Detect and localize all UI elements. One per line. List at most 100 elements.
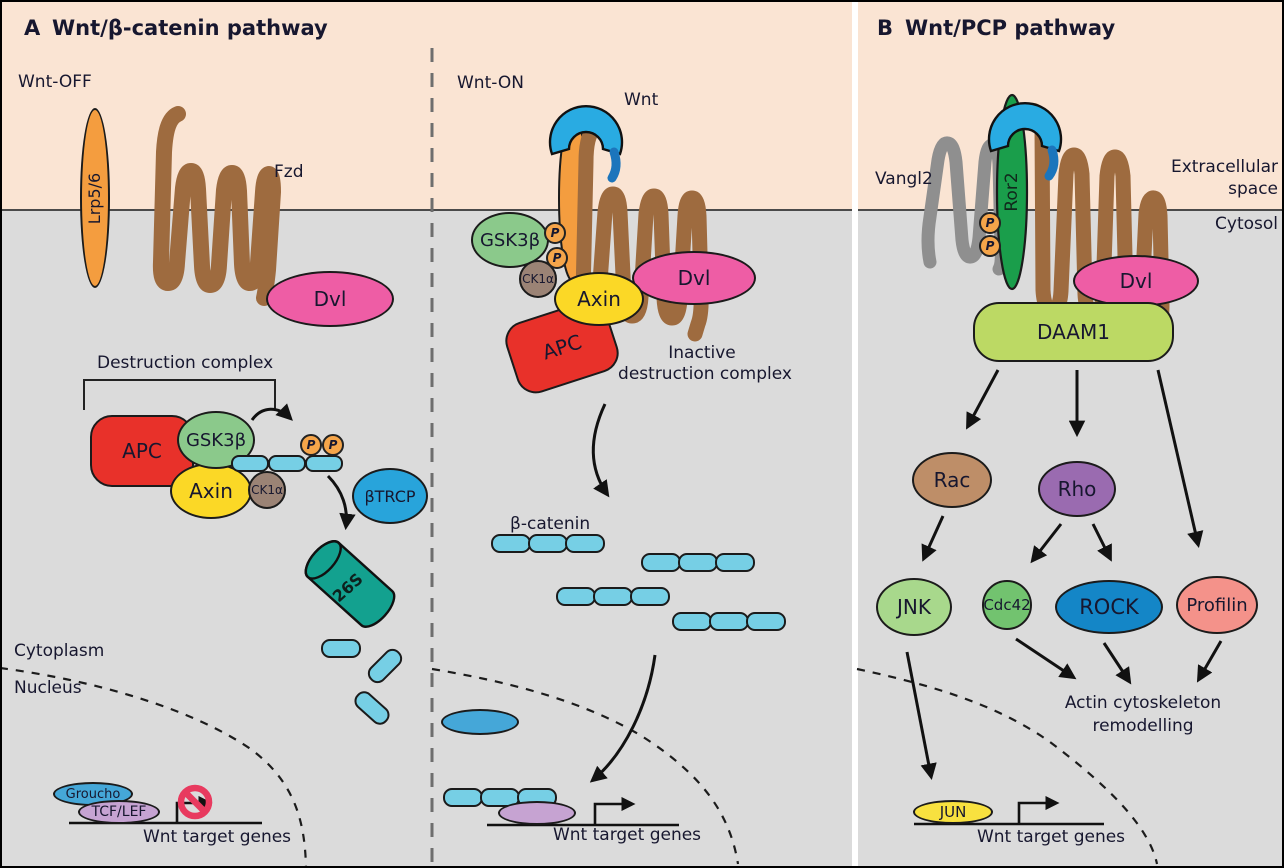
- dvl-node-on: Dvl: [632, 251, 756, 305]
- daam1-label: DAAM1: [1037, 320, 1110, 344]
- beta-catenin-fragment: [321, 639, 361, 658]
- phospho-mark: P: [544, 222, 566, 244]
- wnt-off-label: Wnt-OFF: [18, 72, 92, 92]
- gsk3b-label-off: GSK3β: [185, 429, 247, 451]
- dvl-node-b: Dvl: [1073, 255, 1199, 307]
- nuclear-translocation-arrow: [589, 654, 657, 783]
- tcf-lef-node: TCF/LEF: [78, 800, 160, 824]
- ck1a-node-off: CK1α: [248, 471, 286, 509]
- inhibition-sign-circle: [177, 784, 213, 820]
- phospho-label: P: [306, 438, 316, 452]
- nucleus-label: Nucleus: [14, 678, 82, 698]
- wnt-ligand-tail-b: [1044, 145, 1059, 181]
- axin-node-off: Axin: [170, 463, 252, 519]
- extracellular-label-line1: Extracellular: [1170, 157, 1278, 177]
- vangl2-label: Vangl2: [875, 169, 933, 189]
- fzd-label: Fzd: [274, 162, 304, 182]
- ror2-label: Ror2: [1002, 172, 1022, 211]
- ck1a-label-on: CK1α: [522, 272, 554, 286]
- phospho-mark: P: [322, 434, 344, 456]
- panel-b-tag: B: [877, 16, 894, 40]
- release-beta-catenin-arrow: [591, 403, 610, 498]
- cdc42-label: Cdc42: [983, 596, 1031, 614]
- transcription-arrow-on: [593, 796, 636, 825]
- beta-catenin-segment: [491, 534, 531, 553]
- destruction-complex-label: Destruction complex: [97, 353, 274, 373]
- wnt-target-genes-label-on: Wnt target genes: [552, 825, 702, 845]
- nuclear-envelope-on: [431, 667, 740, 865]
- daam1-node: DAAM1: [973, 302, 1174, 362]
- btrcp-node: βTRCP: [352, 468, 428, 524]
- phospho-mark: P: [979, 212, 1001, 234]
- cytosol-label: Cytosol: [1215, 214, 1278, 234]
- wnt-ligand-b: [987, 101, 1063, 153]
- groucho-node-displaced: [441, 709, 519, 735]
- wnt-ligand-on: [548, 104, 624, 156]
- inactive-complex-label-line1: Inactive: [668, 343, 736, 363]
- apc-label-off: APC: [122, 439, 162, 463]
- beta-catenin-segment: [565, 534, 605, 553]
- jun-node: JUN: [913, 800, 993, 824]
- extracellular-label-line2: space: [1228, 179, 1278, 199]
- panel-a-cytosol-region: [2, 211, 852, 866]
- panel-b-title: Wnt/PCP pathway: [905, 16, 1116, 40]
- beta-catenin-segment: [641, 553, 681, 572]
- lrp56-receptor-off: Lrp5/6: [80, 108, 110, 288]
- beta-catenin-segment: [528, 534, 568, 553]
- rock-to-actin-arrow: [1102, 642, 1132, 685]
- rac-node: Rac: [912, 452, 992, 508]
- profilin-to-actin-arrow: [1196, 640, 1223, 683]
- tcf-lef-node-on: [498, 801, 576, 825]
- beta-catenin-segment: [305, 455, 343, 472]
- jnk-node: JNK: [876, 578, 952, 636]
- profilin-node: Profilin: [1176, 576, 1258, 634]
- cytoplasm-label: Cytoplasm: [14, 641, 105, 661]
- dvl-label-on: Dvl: [677, 266, 711, 290]
- beta-catenin-segment: [746, 612, 786, 631]
- panel-divider-gap: [852, 2, 858, 866]
- phospho-mark: P: [546, 247, 568, 269]
- wnt-target-genes-label-b: Wnt target genes: [976, 827, 1126, 847]
- rock-node: ROCK: [1055, 580, 1163, 634]
- ck1a-label-off: CK1α: [251, 483, 283, 497]
- phospho-label: P: [985, 216, 995, 230]
- dvl-node-off: Dvl: [266, 271, 394, 327]
- beta-catenin-segment: [268, 455, 306, 472]
- gsk3b-label-on: GSK3β: [479, 229, 541, 251]
- beta-catenin-segment: [709, 612, 749, 631]
- wnt-target-genes-label-off: Wnt target genes: [142, 827, 292, 847]
- beta-catenin-segment: [443, 788, 483, 807]
- dvl-label-b: Dvl: [1119, 269, 1153, 293]
- beta-catenin-segment: [593, 587, 633, 606]
- daam1-to-rac-arrow: [966, 369, 1000, 430]
- gsk3b-node-on: GSK3β: [471, 212, 549, 268]
- phospho-label: P: [550, 226, 560, 240]
- beta-catenin-fragment: [367, 648, 403, 684]
- beta-catenin-segment: [630, 587, 670, 606]
- rac-label: Rac: [933, 468, 971, 492]
- btrcp-label: βTRCP: [364, 486, 416, 506]
- groucho-label: Groucho: [65, 786, 121, 802]
- phospho-label: P: [328, 438, 338, 452]
- rho-label: Rho: [1057, 477, 1097, 501]
- beta-catenin-segment: [556, 587, 596, 606]
- cdc42-node: Cdc42: [982, 580, 1032, 630]
- axin-label-on: Axin: [577, 287, 621, 311]
- inhibition-sign-slash: [182, 789, 208, 815]
- lrp56-label: Lrp5/6: [85, 172, 105, 224]
- rho-node: Rho: [1038, 461, 1116, 517]
- beta-catenin-segment: [715, 553, 755, 572]
- beta-catenin-fragment: [354, 691, 390, 725]
- beta-catenin-segment: [672, 612, 712, 631]
- nuclear-envelope-off: [2, 667, 308, 866]
- axin-node-on: Axin: [554, 272, 644, 326]
- proteasome-26s: [304, 540, 396, 628]
- beta-catenin-pool: [443, 534, 786, 807]
- beta-catenin-segment: [678, 553, 718, 572]
- axin-label-off: Axin: [189, 479, 233, 503]
- rho-to-cdc42-arrow: [1030, 523, 1063, 564]
- daam1-to-profilin-arrow: [1156, 369, 1204, 549]
- beta-catenin-segment: [231, 455, 269, 472]
- tcf-lef-label: TCF/LEF: [91, 804, 147, 820]
